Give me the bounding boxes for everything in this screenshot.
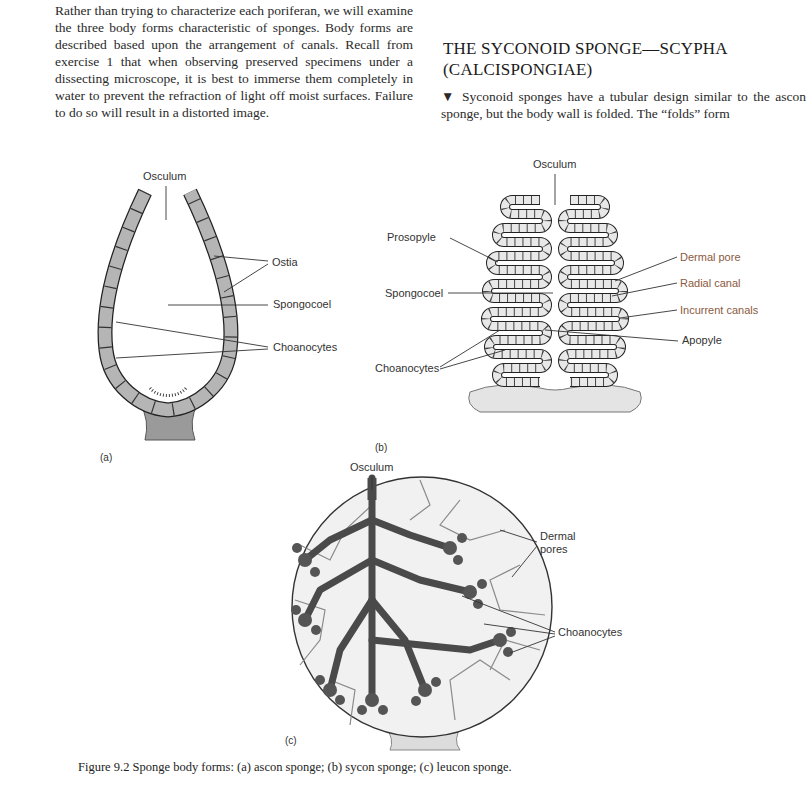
leader-lines — [372, 476, 555, 653]
leader-lines — [116, 186, 268, 358]
leucon-sponge — [291, 477, 552, 750]
panel-letter: (b) — [375, 442, 387, 453]
part-label: Radial canal — [680, 277, 741, 290]
part-label: Osculum — [533, 158, 576, 171]
part-label: Incurrent canals — [680, 304, 758, 317]
body-text: ▼ Syconoid sponges have a tubular design… — [441, 88, 806, 122]
part-label: Choanocytes — [558, 626, 622, 639]
panel-letter: (c) — [285, 735, 297, 746]
part-label: Spongocoel — [385, 287, 443, 300]
part-label: Prosopyle — [387, 231, 436, 244]
ascon-sponge — [105, 192, 231, 440]
part-label: Ostia — [272, 256, 298, 269]
leader-lines — [440, 174, 678, 369]
part-label: Dermal pore — [680, 251, 741, 264]
part-label: Spongocoel — [273, 298, 331, 311]
part-label: Dermal pores — [540, 530, 585, 556]
sycon-sponge — [469, 200, 642, 412]
part-label: Apopyle — [682, 334, 722, 347]
section-heading: THE SYCONOID SPONGE—SCYPHA (CALCISPONGIA… — [443, 38, 773, 80]
panel-letter: (a) — [100, 452, 112, 463]
part-label: Choanocytes — [273, 341, 337, 354]
body-text: Rather than trying to characterize each … — [55, 2, 413, 121]
part-label: Choanocytes — [375, 362, 439, 375]
figure-caption: Figure 9.2 Sponge body forms: (a) ascon … — [78, 760, 512, 775]
part-label: Osculum — [350, 461, 393, 474]
part-label: Osculum — [143, 170, 186, 183]
